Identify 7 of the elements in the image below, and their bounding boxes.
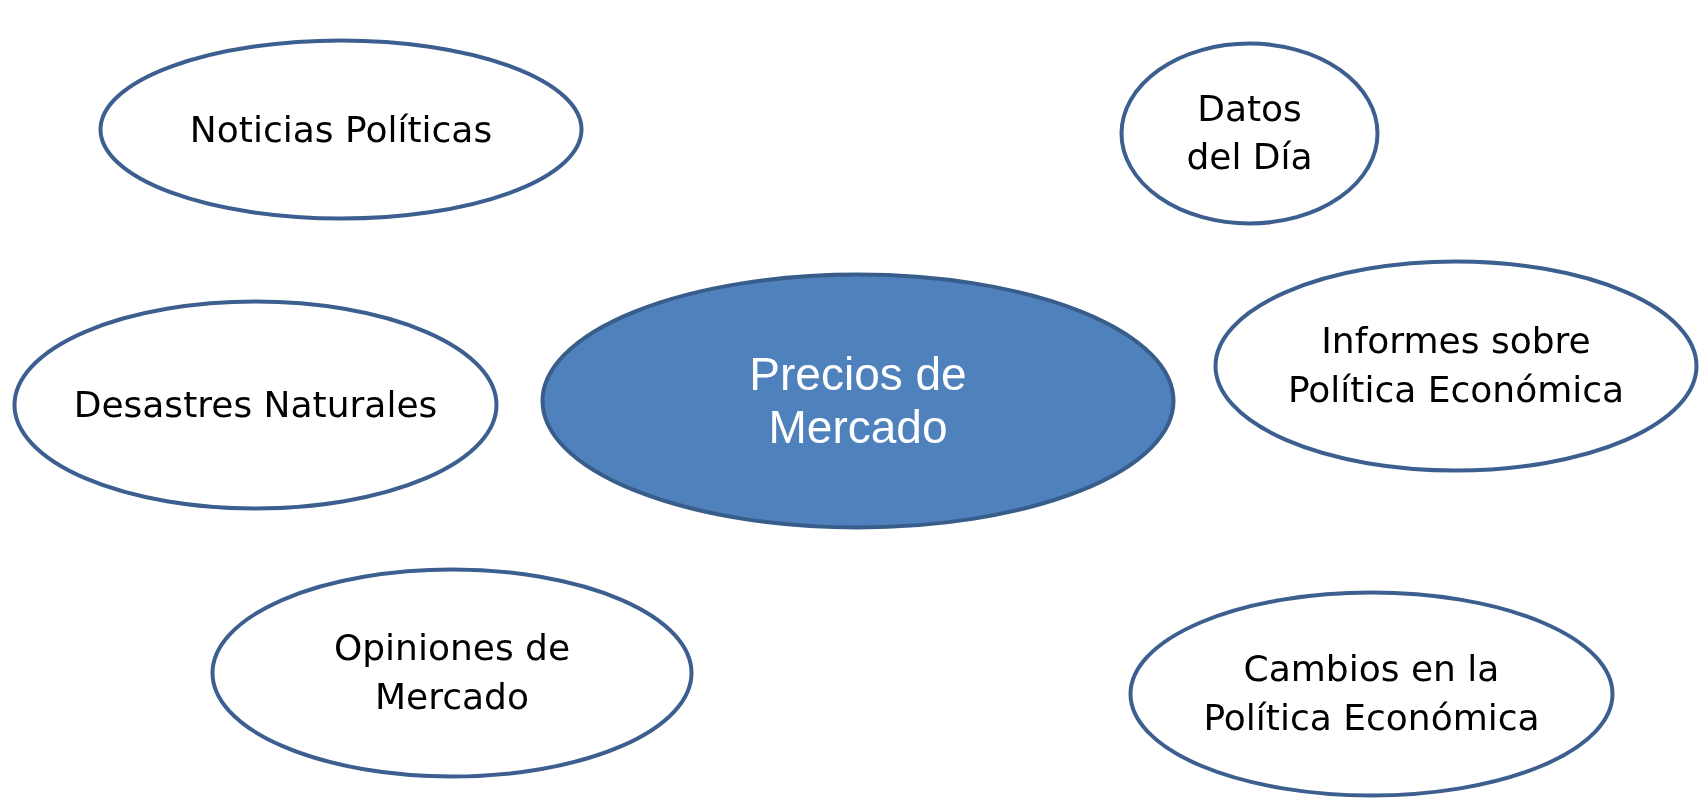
node-label: Informes sobre Política Económica: [1286, 319, 1626, 412]
node-label: Datos del Día: [1185, 86, 1314, 180]
node-label: Precios de Mercado: [748, 348, 968, 454]
node-label: Noticias Políticas: [188, 107, 494, 152]
node-label: Cambios en la Política Económica: [1202, 647, 1541, 740]
node-label: Desastres Naturales: [72, 382, 439, 427]
node-label: Opiniones de Mercado: [332, 626, 572, 719]
